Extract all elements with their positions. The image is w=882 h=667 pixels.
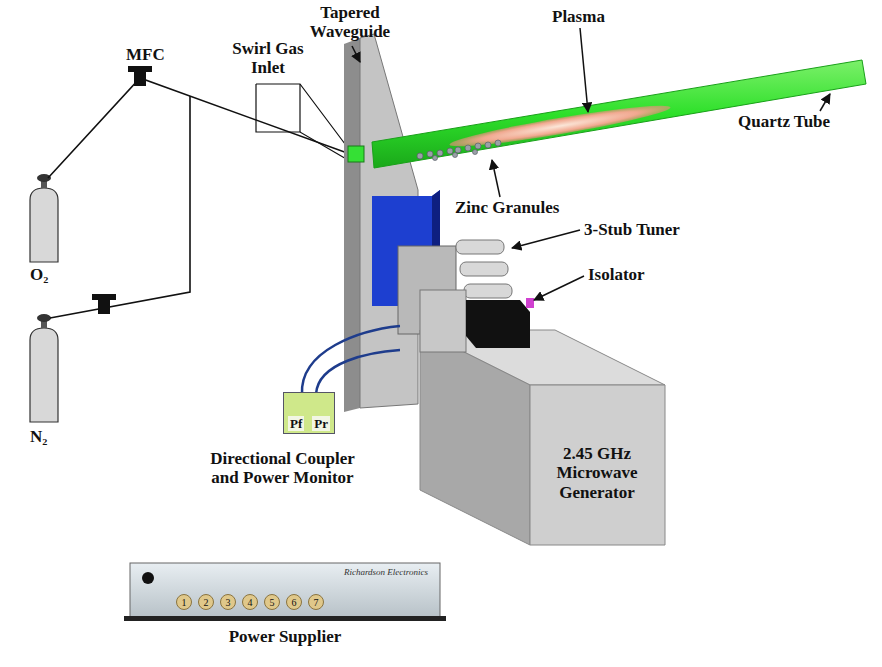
part-label: MFC (126, 46, 165, 65)
part-label: 3-Stub Tuner (584, 221, 680, 240)
swirl-inlet-lines (256, 84, 348, 160)
meter-label: Pr (312, 416, 330, 431)
microwave-generator (420, 330, 665, 545)
part-label: Swirl Gas Inlet (228, 40, 308, 77)
button-number: 3 (220, 594, 236, 610)
power-monitor: Pf PrDirectional Coupler and Power Monito… (195, 392, 370, 487)
monitor-display: Pf Pr (283, 392, 335, 434)
meter-label: Pf (288, 416, 304, 431)
mfc-valve (92, 66, 152, 314)
brand-text: Richardson Electronics (344, 567, 428, 577)
gas-label: N₂ (30, 428, 47, 447)
component-label: Directional Coupler and Power Monitor (195, 450, 370, 487)
button-number: 1 (176, 594, 192, 610)
button-number: 6 (286, 594, 302, 610)
component-label: Power Supplier (130, 627, 440, 647)
part-label: Isolator (588, 266, 645, 285)
gas-label: O₂ (30, 266, 48, 285)
gas-line (48, 78, 350, 318)
button-number: 2 (198, 594, 214, 610)
part-label: Quartz Tube (738, 113, 830, 132)
button-number: 4 (242, 594, 258, 610)
part-label: Plasma (552, 8, 605, 27)
isolator (420, 290, 534, 352)
generator-label: 2.45 GHz Microwave Generator (532, 444, 662, 503)
button-number: 5 (264, 594, 280, 610)
power-supply (124, 563, 446, 621)
part-label: Zinc Granules (455, 199, 559, 218)
leader-arrow (352, 28, 830, 300)
power-supply-panel: Richardson ElectronicsPower Supplier (130, 563, 440, 617)
quartz-tube (372, 60, 866, 168)
part-label: Tapered Waveguide (300, 4, 400, 41)
monitor-cable (302, 326, 400, 394)
gas-cylinder (30, 174, 58, 422)
generator-box: 2.45 GHz Microwave Generator (532, 388, 662, 542)
button-number: 7 (308, 594, 324, 610)
